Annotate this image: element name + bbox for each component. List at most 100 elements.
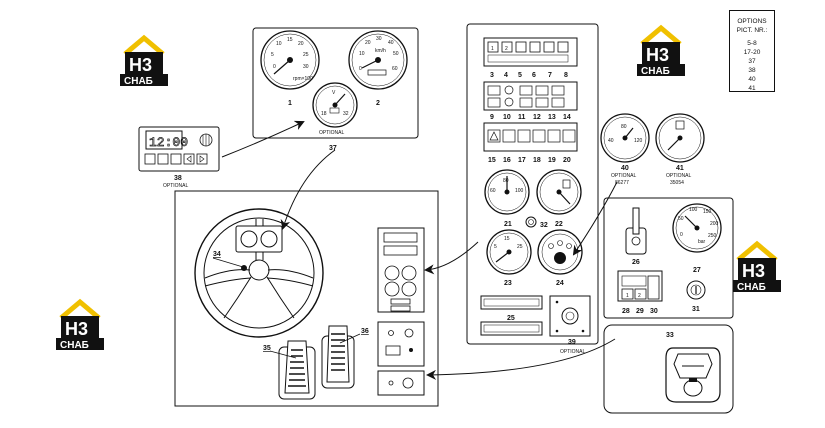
lever-handle[interactable] xyxy=(632,207,640,235)
switch-29-text: 2 xyxy=(638,293,641,299)
indicator-10 xyxy=(504,85,514,95)
label-23: 23 xyxy=(504,280,512,287)
switch-block-28-30 xyxy=(617,270,663,302)
switch-row-2 xyxy=(483,122,578,152)
switch-4[interactable] xyxy=(501,41,513,53)
clock-button-left[interactable] xyxy=(183,153,195,165)
mini-console-column xyxy=(377,227,425,313)
options-subtitle: PICT. NR.: xyxy=(736,27,768,34)
display-25-bottom xyxy=(480,321,543,336)
options-title: OPTIONS xyxy=(737,18,767,25)
hazard-icon xyxy=(489,131,499,141)
arrow-gauge40-to-cluster xyxy=(572,181,618,256)
watermark-logo-3: Н3 СНАБ xyxy=(733,240,781,293)
gauge-23: 5 15 25 xyxy=(486,229,532,275)
switch-17[interactable] xyxy=(517,129,531,143)
label-40: 40 xyxy=(621,165,629,172)
bar-tick-50: 50 xyxy=(678,216,684,222)
options-item: 41 xyxy=(748,85,756,92)
label-7: 7 xyxy=(548,72,552,79)
switch-5[interactable] xyxy=(515,41,527,53)
optional-text-41: OPTIONAL xyxy=(666,173,692,179)
part-number-41: 35054 xyxy=(670,180,684,186)
label-14: 14 xyxy=(563,114,571,121)
switch-3[interactable] xyxy=(487,41,499,53)
label-11: 11 xyxy=(518,114,526,121)
label-15: 15 xyxy=(488,157,496,164)
label-26: 26 xyxy=(632,259,640,266)
brake-pedal-35[interactable] xyxy=(278,340,316,400)
clock-button-1[interactable] xyxy=(144,153,156,165)
label-9: 9 xyxy=(490,114,494,121)
label-24: 24 xyxy=(556,280,564,287)
cab-overview-box xyxy=(174,190,439,407)
label-1: 1 xyxy=(288,100,292,107)
optional-text-37: OPTIONAL xyxy=(319,130,345,136)
temp-tick-100: 100 xyxy=(515,188,524,194)
temperature-gauge-40: 40 80 120 xyxy=(600,113,650,163)
label-31: 31 xyxy=(692,306,700,313)
clock-button-right[interactable] xyxy=(196,153,208,165)
display-25-top xyxy=(480,295,543,310)
bar-unit-label: bar xyxy=(698,239,706,245)
speed-tick-10: 10 xyxy=(359,51,365,57)
temp-tick-80: 80 xyxy=(503,178,509,184)
optional-module-39 xyxy=(549,295,591,337)
rpm-tick-30: 30 xyxy=(303,64,309,70)
volt-max-label: 32 xyxy=(343,111,349,117)
options-item: 5-8 xyxy=(747,40,757,47)
switch-30[interactable] xyxy=(647,275,660,300)
mini-joystick-panel xyxy=(377,370,425,396)
switch-16[interactable] xyxy=(502,129,516,143)
speed-tick-40: 40 xyxy=(388,40,394,46)
switch-8[interactable] xyxy=(557,41,569,53)
indicator-9 xyxy=(487,85,501,96)
rpm-tick-0: 0 xyxy=(273,64,276,70)
svg-text:СНАБ: СНАБ xyxy=(60,340,89,351)
g40-tick-80: 80 xyxy=(621,124,627,130)
arrow-column-to-console xyxy=(424,241,479,275)
switch-20[interactable] xyxy=(562,129,576,143)
accelerator-pedal-36[interactable] xyxy=(321,325,355,389)
label-16: 16 xyxy=(503,157,511,164)
switch-15[interactable] xyxy=(487,129,501,143)
top-gauge-panel xyxy=(252,27,419,139)
right-side-panel xyxy=(603,197,734,319)
lever-26 xyxy=(625,207,647,255)
switch-6[interactable] xyxy=(529,41,541,53)
horn-button-34[interactable] xyxy=(241,265,247,271)
steering-wheel[interactable] xyxy=(194,208,324,338)
label-34: 34 xyxy=(213,251,221,258)
switch-19[interactable] xyxy=(547,129,561,143)
switch-28[interactable] xyxy=(621,288,634,300)
switch-29[interactable] xyxy=(634,288,647,300)
switch-7[interactable] xyxy=(543,41,555,53)
svg-text:Н3: Н3 xyxy=(65,319,88,339)
speed-tick-50: 50 xyxy=(393,51,399,57)
clock-button-2[interactable] xyxy=(157,153,169,165)
label-32: 32 xyxy=(540,222,548,229)
ignition-key-31[interactable] xyxy=(686,280,706,300)
g23-tick-15: 15 xyxy=(504,236,510,242)
label-41: 41 xyxy=(676,165,684,172)
switch-18[interactable] xyxy=(532,129,546,143)
temp-tick-60: 60 xyxy=(490,188,496,194)
options-item: 37 xyxy=(748,58,756,65)
switch-28-text: 1 xyxy=(626,293,629,299)
dash-gauges-mini xyxy=(235,225,283,253)
label-18: 18 xyxy=(533,157,541,164)
right-arrow-icon xyxy=(199,155,205,163)
bar-tick-250: 250 xyxy=(708,233,717,239)
speed-unit-label: km/h xyxy=(375,48,386,54)
indicator-12 xyxy=(535,85,549,96)
optional-text-38: OPTIONAL xyxy=(163,183,189,189)
label-25: 25 xyxy=(507,315,515,322)
label-22: 22 xyxy=(555,221,563,228)
volt-unit-label: V xyxy=(332,90,336,96)
joystick-33[interactable] xyxy=(665,347,721,403)
clock-button-3[interactable] xyxy=(170,153,182,165)
speed-tick-0: 0 xyxy=(359,66,362,72)
bar-tick-100: 100 xyxy=(689,207,698,213)
watermark-logo-1: Н3 СНАБ xyxy=(120,34,168,87)
